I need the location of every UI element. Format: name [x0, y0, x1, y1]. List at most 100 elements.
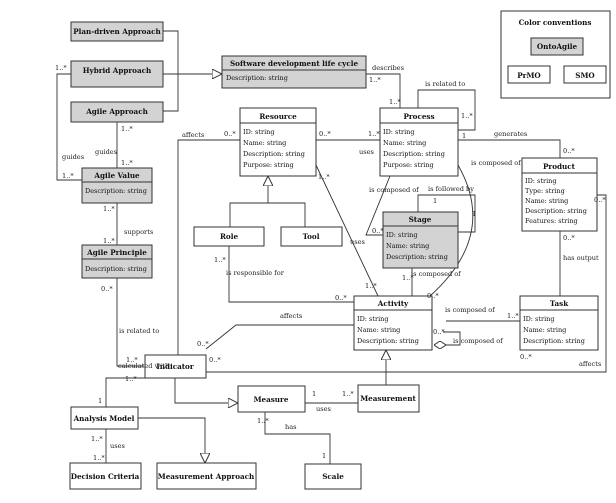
mult-stage-left: 0..*: [372, 227, 384, 235]
edge-principle-related-indicator: [116, 278, 144, 367]
class-attr: Purpose: string: [383, 161, 434, 169]
edge-activity-composed-self: [443, 331, 461, 345]
class-box: [221, 55, 367, 89]
class-attr: Name: string: [523, 326, 566, 334]
class-attr: Features: string: [525, 217, 578, 225]
class-indicator: Indicator: [144, 354, 207, 379]
class-agile-principle: Agile Principle Description: string: [81, 244, 153, 279]
class-attr: Name: string: [357, 326, 400, 334]
mult-agilevalue-bottom: 1..*: [103, 205, 115, 213]
mult-process-top: 1..*: [389, 98, 401, 106]
class-box: [521, 157, 598, 232]
mult-indicator-top: 0..*: [197, 340, 209, 348]
class-attr: Type: string: [525, 187, 565, 195]
label-uses-resource-activity: uses: [350, 238, 366, 246]
label-supports: supports: [124, 228, 154, 236]
mult-principle-top: 1..*: [103, 237, 115, 245]
label-is-composed-of-pp: is composed of: [471, 159, 521, 167]
class-box: [144, 354, 207, 379]
class-name: Process: [403, 112, 434, 121]
class-attr: Description: string: [85, 265, 147, 273]
mult-indicator-low: 1..*: [125, 375, 137, 383]
edge-resource-uses-activity: [315, 164, 379, 297]
class-attr: Description: string: [243, 150, 305, 158]
class-decision-criteria: Decision Criteria: [69, 462, 142, 490]
edge-resource-affects-indicator: [177, 139, 240, 355]
class-process: Process ID: string Name: string Descript…: [379, 107, 459, 177]
class-activity: Activity ID: string Name: string Descrip…: [353, 295, 433, 351]
class-attr: Description: string: [357, 337, 419, 345]
class-role: Role: [193, 226, 265, 247]
edge-indicator-to-measure: [174, 378, 238, 403]
class-attr: Name: string: [383, 139, 426, 147]
class-attr: Description: string: [85, 187, 147, 195]
mult-hybrid: 1..*: [55, 64, 67, 72]
mult-product-bottom: 0..*: [563, 234, 575, 242]
label-guides-mid: guides: [95, 148, 118, 156]
legend-title: Color conventions: [519, 18, 592, 27]
label-affects-activity: affects: [280, 312, 303, 320]
edge-activity-affects-indicator: [205, 324, 354, 350]
class-box: [280, 226, 343, 247]
class-product: Product ID: string Type: string Name: st…: [521, 157, 598, 232]
class-box: [304, 463, 362, 490]
label-is-composed-of-sa: is composed of: [411, 270, 461, 278]
class-name: Agile Approach: [85, 107, 148, 116]
label-is-related-to-top: is related to: [425, 80, 465, 88]
multiplicities: 1..* 1..* 1..* 1..* 1..* 1..* 0..* 1..* …: [55, 64, 606, 462]
label-is-composed-of-ps: is composed of: [369, 186, 419, 194]
label-has-scale: has: [285, 423, 297, 431]
label-is-composed-of-at: is composed of: [445, 306, 495, 314]
class-box: [519, 295, 599, 351]
label-is-responsible-for: is responsible for: [226, 269, 285, 277]
class-measurement-approach: Measurement Approach: [156, 462, 257, 490]
class-attr: ID: string: [243, 128, 275, 136]
mult-process-left: 1..*: [368, 130, 380, 138]
mult-resource-left: 0..*: [224, 130, 236, 138]
mult-task-left: 1..*: [507, 312, 519, 320]
mult-measurement-many: 1..*: [342, 390, 354, 398]
edge-product-affects-indicator: [206, 194, 607, 373]
mult-principle-bottom: 0..*: [101, 285, 113, 293]
label-uses-top: uses: [359, 148, 375, 156]
class-task: Task ID: string Name: string Description…: [519, 295, 599, 351]
class-box: [156, 462, 257, 490]
label-uses-measure: uses: [316, 405, 332, 413]
class-attr: Description: string: [523, 337, 585, 345]
edge-sdlc-describes-process: [366, 73, 401, 108]
class-box: [382, 211, 459, 269]
class-name: Product: [543, 162, 576, 171]
edge-agileapp-generalization: [163, 74, 179, 112]
class-agile-approach: Agile Approach: [70, 101, 164, 123]
class-box: [81, 244, 153, 279]
edge-analysis-generalization-mapproach: [138, 417, 205, 463]
label-is-related-to-indicator: is related to: [119, 327, 159, 335]
mult-measure-one: 1: [312, 390, 316, 398]
class-attr: Description: string: [525, 207, 587, 215]
class-attr: Description: string: [226, 74, 288, 82]
class-attr: ID: string: [383, 128, 415, 136]
label-uses-analysis: uses: [110, 442, 126, 450]
class-hybrid-approach: Hybrid Approach: [70, 60, 164, 88]
mult-one-generates: 1: [462, 132, 466, 140]
class-name: Analysis Model: [73, 414, 135, 423]
class-attr: ID: string: [523, 315, 555, 323]
mult-sdlc-in: 1..*: [369, 76, 381, 84]
class-box: [70, 406, 139, 430]
class-box: [70, 21, 164, 42]
class-box: [69, 462, 142, 490]
mult-stage-one: 1: [433, 197, 437, 205]
class-box: [237, 385, 306, 413]
class-box: [379, 107, 459, 177]
legend-swatch-smo: [563, 65, 607, 84]
legend-smo-label: SMO: [575, 71, 594, 80]
edge-hybrid-guides-agilevalue: [56, 73, 82, 181]
class-name: Activity: [377, 299, 409, 308]
class-name: Decision Criteria: [71, 472, 140, 481]
label-affects-resource: affects: [182, 131, 205, 139]
label-describes: describes: [372, 64, 405, 72]
class-name: Stage: [409, 215, 432, 224]
mult-activity-top: 0..*: [427, 292, 439, 300]
mult-agilevalue-top: 1..*: [121, 159, 133, 167]
edge-process-composed-activity: [429, 164, 474, 297]
